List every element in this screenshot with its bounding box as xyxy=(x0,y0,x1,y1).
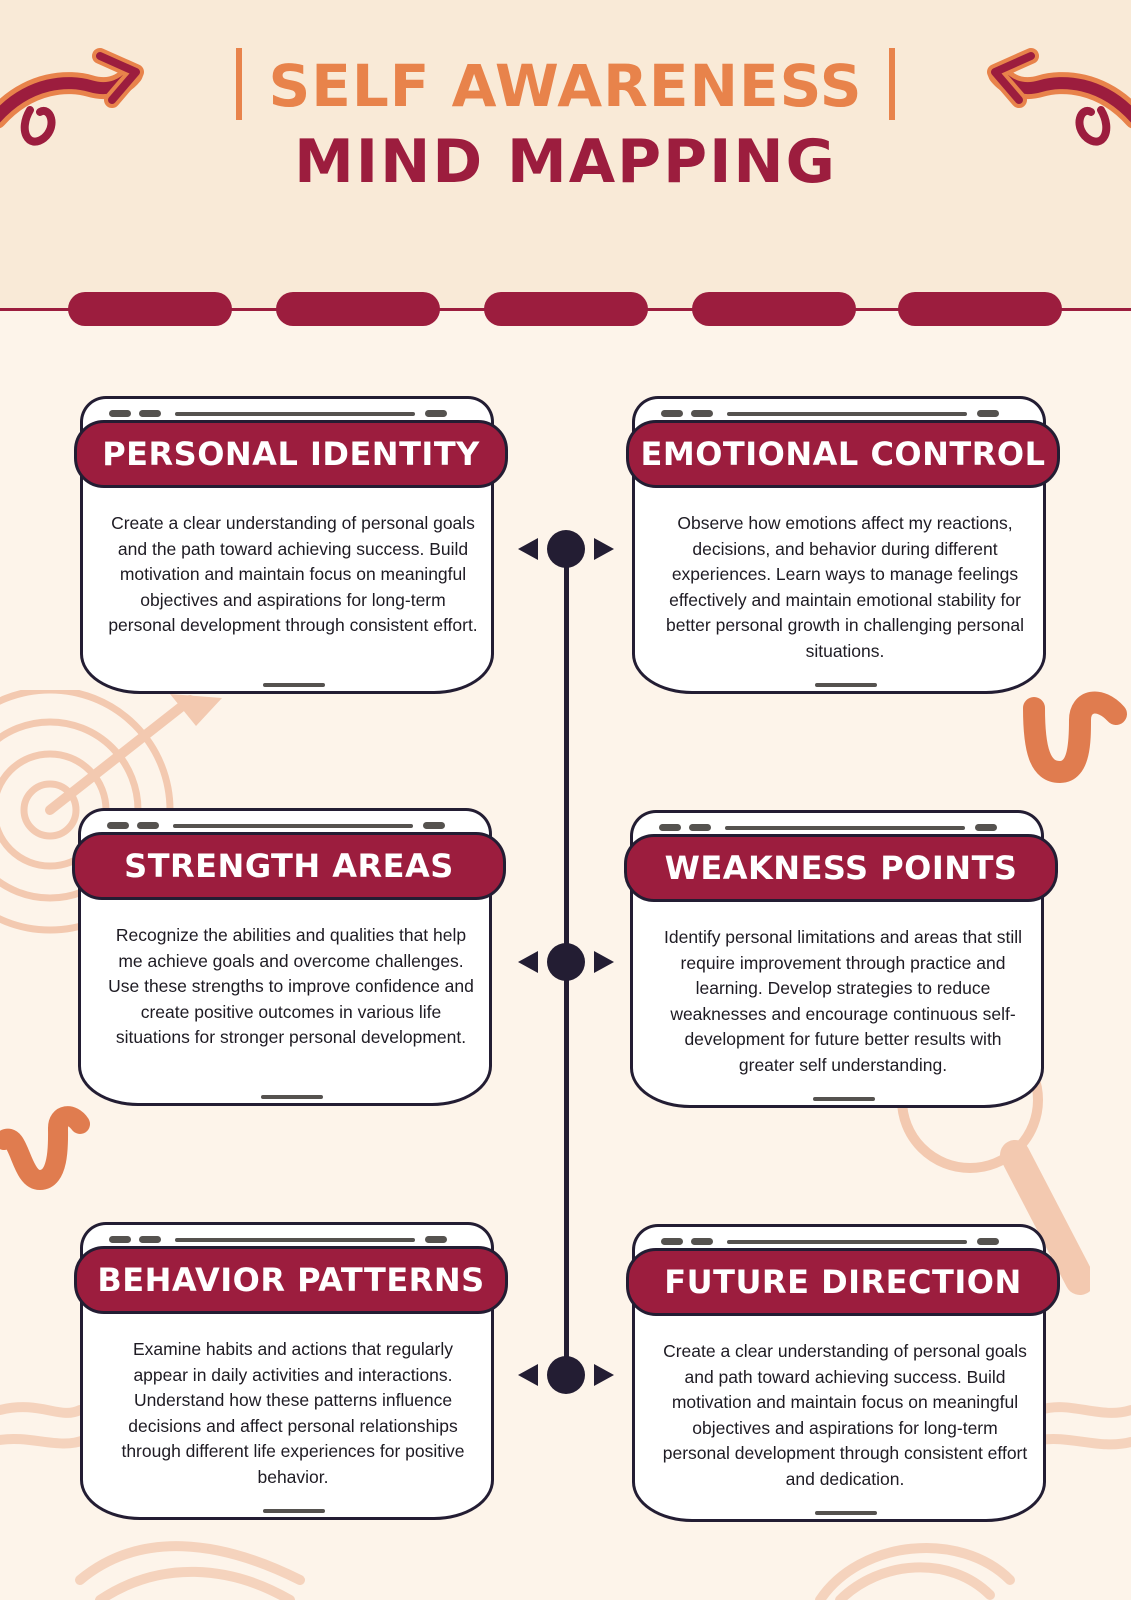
timeline-node xyxy=(547,530,585,568)
card-title: BEHAVIOR PATTERNS xyxy=(74,1246,508,1314)
card-dot xyxy=(661,410,683,417)
arrow-right-icon xyxy=(594,951,614,973)
card-title: FUTURE DIRECTION xyxy=(626,1248,1060,1316)
card-behavior-patterns: Examine habits and actions that regularl… xyxy=(74,1222,510,1528)
arrow-left-icon xyxy=(518,538,538,560)
card-future-direction: Create a clear understanding of personal… xyxy=(626,1224,1062,1530)
card-dot xyxy=(107,822,129,829)
subtitle-bar-right xyxy=(888,47,895,120)
card-dot xyxy=(109,410,131,417)
card-bottom-bar xyxy=(815,1511,877,1515)
card-bottom-bar xyxy=(815,683,877,687)
squiggle-icon xyxy=(1023,691,1127,784)
card-emotional-control: Observe how emotions affect my reactions… xyxy=(626,396,1062,702)
card-title: PERSONAL IDENTITY xyxy=(74,420,508,488)
arrow-left-icon xyxy=(518,951,538,973)
card-topline xyxy=(175,412,415,416)
card-dot xyxy=(423,822,445,829)
card-description: Observe how emotions affect my reactions… xyxy=(665,513,1024,661)
card-dot xyxy=(425,410,447,417)
card-title: WEAKNESS POINTS xyxy=(624,834,1058,902)
card-dot xyxy=(977,1238,999,1245)
swirl-decoration xyxy=(0,1402,1131,1600)
divider-pill xyxy=(484,292,648,326)
divider-pill xyxy=(68,292,232,326)
card-personal-identity: Create a clear understanding of personal… xyxy=(74,396,510,702)
card-bottom-bar xyxy=(261,1095,323,1099)
card-dot xyxy=(109,1236,131,1243)
card-description: Identify personal limitations and areas … xyxy=(664,927,1022,1075)
card-topline xyxy=(727,412,967,416)
subtitle-text: SELF AWARENESS xyxy=(268,52,863,120)
timeline-node xyxy=(547,1356,585,1394)
card-dot xyxy=(137,822,159,829)
page-title: MIND MAPPING xyxy=(294,127,837,197)
arrow-right-icon xyxy=(594,538,614,560)
card-description: Create a clear understanding of personal… xyxy=(108,513,478,635)
arrow-right-icon xyxy=(594,1364,614,1386)
card-title: EMOTIONAL CONTROL xyxy=(626,420,1060,488)
card-dot xyxy=(691,1238,713,1245)
card-topline xyxy=(727,1240,967,1244)
card-topline xyxy=(173,824,413,828)
card-strength-areas: Recognize the abilities and qualities th… xyxy=(72,808,508,1114)
card-dot xyxy=(425,1236,447,1243)
card-dot xyxy=(139,1236,161,1243)
header-band xyxy=(0,0,1131,308)
card-description: Examine habits and actions that regularl… xyxy=(121,1339,465,1487)
card-description: Recognize the abilities and qualities th… xyxy=(108,925,474,1047)
card-dot xyxy=(139,410,161,417)
divider-pill xyxy=(276,292,440,326)
card-dot xyxy=(977,410,999,417)
card-weakness-points: Identify personal limitations and areas … xyxy=(624,810,1060,1116)
card-dot xyxy=(691,410,713,417)
card-bottom-bar xyxy=(263,683,325,687)
card-topline xyxy=(725,826,965,830)
divider-pill xyxy=(692,292,856,326)
card-bottom-bar xyxy=(813,1097,875,1101)
card-title: STRENGTH AREAS xyxy=(72,832,506,900)
card-dot xyxy=(975,824,997,831)
card-dot xyxy=(659,824,681,831)
card-topline xyxy=(175,1238,415,1242)
card-dot xyxy=(661,1238,683,1245)
arrow-left-icon xyxy=(518,1364,538,1386)
card-bottom-bar xyxy=(263,1509,325,1513)
card-description: Create a clear understanding of personal… xyxy=(662,1341,1028,1489)
divider-pill xyxy=(898,292,1062,326)
squiggle-icon xyxy=(0,1106,90,1191)
card-dot xyxy=(689,824,711,831)
curly-arrow-icon xyxy=(987,48,1131,146)
curly-arrow-icon xyxy=(0,48,144,146)
subtitle: SELF AWARENESS xyxy=(0,47,1131,126)
subtitle-bar-left xyxy=(236,47,243,120)
timeline-node xyxy=(547,943,585,981)
